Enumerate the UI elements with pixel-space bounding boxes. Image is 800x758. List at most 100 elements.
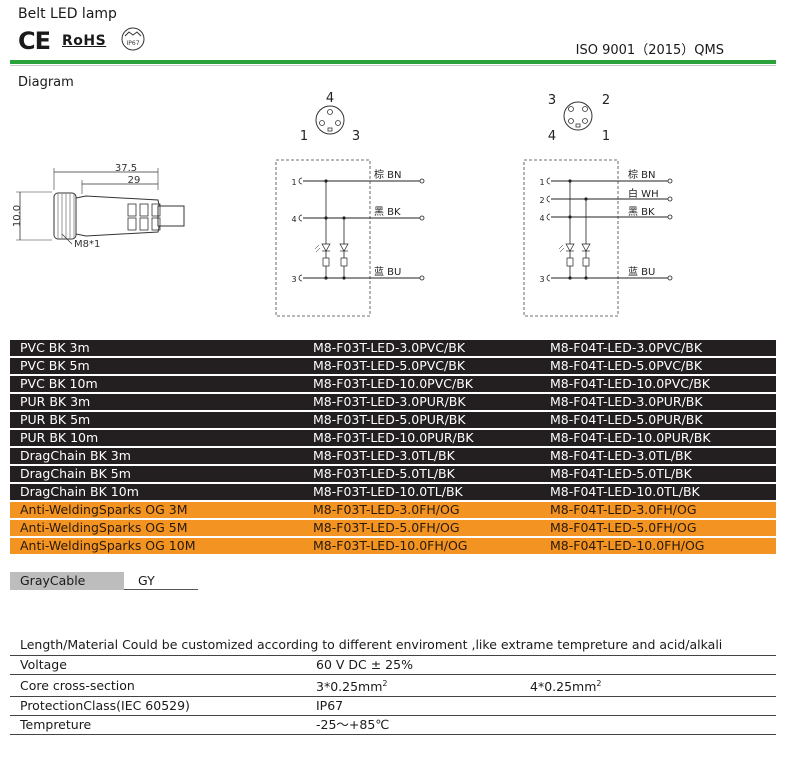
core-value-4pin: 4*0.25mm: [530, 679, 597, 694]
table-row: PVC BK 10m M8-F03T-LED-10.0PVC/BK M8-F04…: [10, 375, 776, 394]
wire-label: 蓝 BU: [374, 266, 401, 278]
header-divider-green: [10, 60, 776, 64]
diagram-label: Diagram: [18, 75, 74, 90]
code-4pin: M8-F04T-LED-5.0PVC/BK: [540, 357, 776, 376]
pin-label: 4: [548, 129, 556, 144]
table-row: DragChain BK 5m M8-F03T-LED-5.0TL/BK M8-…: [10, 465, 776, 484]
certification-logos: CE RoHS IP67: [18, 27, 148, 55]
wiring-diagram-4pin: 1 棕 BN 2 白 WH 4 黑 BK 3 蓝 BU: [523, 159, 673, 317]
code-4pin: M8-F04T-LED-10.0FH/OG: [540, 537, 776, 556]
cable-type: PVC BK 10m: [10, 375, 303, 394]
rohs-mark: RoHS: [62, 33, 107, 49]
table-row: PUR BK 5m M8-F03T-LED-5.0PUR/BK M8-F04T-…: [10, 411, 776, 430]
iso-certification: ISO 9001（2015）QMS: [575, 43, 724, 58]
code-3pin: M8-F03T-LED-10.0FH/OG: [303, 537, 540, 556]
wire-pin-number: 2: [539, 196, 544, 205]
spec-value: -25～+85℃: [316, 715, 530, 735]
core-exponent: 2: [596, 679, 602, 688]
cable-type: PUR BK 10m: [10, 429, 303, 448]
table-row: PUR BK 10m M8-F03T-LED-10.0PUR/BK M8-F04…: [10, 429, 776, 448]
ce-mark: CE: [18, 27, 51, 55]
pin-label: 2: [602, 93, 610, 108]
code-3pin: M8-F03T-LED-3.0PUR/BK: [303, 393, 540, 412]
table-row: Voltage 60 V DC ± 25%: [10, 655, 776, 675]
cable-type: DragChain BK 10m: [10, 483, 303, 502]
code-3pin: M8-F03T-LED-3.0FH/OG: [303, 501, 540, 520]
pin-label: 1: [602, 129, 610, 144]
ip-badge-text: IP67: [127, 40, 140, 47]
pin-label: 4: [326, 91, 334, 106]
code-3pin: M8-F03T-LED-3.0TL/BK: [303, 447, 540, 466]
wire-label: 蓝 BU: [628, 266, 655, 278]
customization-note: Length/Material Could be customized acco…: [20, 637, 723, 652]
code-4pin: M8-F04T-LED-3.0FH/OG: [540, 501, 776, 520]
cable-type: Anti-WeldingSparks OG 3M: [10, 501, 303, 520]
dim-body: 29: [128, 175, 141, 186]
wire-pin-number: 4: [539, 214, 544, 223]
wire-label: 黑 BK: [374, 206, 401, 218]
table-row: DragChain BK 3m M8-F03T-LED-3.0TL/BK M8-…: [10, 447, 776, 466]
table-row: PVC BK 3m M8-F03T-LED-3.0PVC/BK M8-F04T-…: [10, 340, 776, 358]
table-row: DragChain BK 10m M8-F03T-LED-10.0TL/BK M…: [10, 483, 776, 502]
thread-label: M8*1: [74, 239, 100, 250]
wire-label: 白 WH: [628, 187, 659, 200]
code-4pin: M8-F04T-LED-5.0PUR/BK: [540, 411, 776, 430]
wire-pin-number: 4: [291, 215, 296, 224]
order-code-table: PVC BK 3m M8-F03T-LED-3.0PVC/BK M8-F04T-…: [10, 340, 776, 556]
code-3pin: M8-F03T-LED-5.0FH/OG: [303, 519, 540, 538]
cable-type: DragChain BK 5m: [10, 465, 303, 484]
code-3pin: M8-F03T-LED-3.0PVC/BK: [303, 340, 540, 358]
spec-value: 60 V DC ± 25%: [316, 655, 530, 675]
spec-value: 3*0.25mm2: [316, 674, 530, 697]
wire-label: 棕 BN: [628, 168, 656, 181]
wiring-diagram-3pin: 1 棕 BN 4 黑 BK 3 蓝 BU: [275, 159, 425, 317]
code-3pin: M8-F03T-LED-5.0PUR/BK: [303, 411, 540, 430]
code-3pin: M8-F03T-LED-10.0PUR/BK: [303, 429, 540, 448]
spec-label: Tempreture: [10, 715, 316, 735]
core-exponent: 2: [382, 679, 388, 688]
code-4pin: M8-F04T-LED-5.0TL/BK: [540, 465, 776, 484]
page-title: Belt LED lamp: [18, 6, 117, 22]
code-4pin: M8-F04T-LED-5.0FH/OG: [540, 519, 776, 538]
pin-label: 3: [548, 93, 556, 108]
spec-label: Voltage: [10, 655, 316, 675]
gray-cable-label: GrayCable: [10, 572, 124, 590]
cable-type: Anti-WeldingSparks OG 10M: [10, 537, 303, 556]
cable-type: DragChain BK 3m: [10, 447, 303, 466]
cable-type: Anti-WeldingSparks OG 5M: [10, 519, 303, 538]
table-row: Anti-WeldingSparks OG 3M M8-F03T-LED-3.0…: [10, 501, 776, 520]
cable-type: PVC BK 5m: [10, 357, 303, 376]
table-row: Anti-WeldingSparks OG 10M M8-F03T-LED-10…: [10, 537, 776, 556]
gray-cable-code: GY: [124, 572, 198, 590]
table-row: Anti-WeldingSparks OG 5M M8-F03T-LED-5.0…: [10, 519, 776, 538]
table-row: PVC BK 5m M8-F03T-LED-5.0PVC/BK M8-F04T-…: [10, 357, 776, 376]
dim-height: 10.0: [12, 205, 23, 227]
code-3pin: M8-F03T-LED-5.0PVC/BK: [303, 357, 540, 376]
cable-type: PUR BK 3m: [10, 393, 303, 412]
core-value-3pin: 3*0.25mm: [316, 679, 383, 694]
spec-table: Voltage 60 V DC ± 25% Core cross-section…: [10, 655, 776, 735]
spec-value: IP67: [316, 696, 530, 716]
connector-dimension-drawing: 37.5 29 10.0 M8*1: [12, 163, 185, 250]
pinout-4pin-face: 3 2 4 1: [548, 93, 610, 144]
gray-cable-row: GrayCable GY: [10, 572, 198, 590]
code-4pin: M8-F04T-LED-10.0PUR/BK: [540, 429, 776, 448]
ip67-badge-icon: IP67: [118, 27, 148, 55]
table-row: Tempreture -25～+85℃: [10, 715, 776, 735]
code-4pin: M8-F04T-LED-10.0TL/BK: [540, 483, 776, 502]
code-4pin: M8-F04T-LED-3.0PUR/BK: [540, 393, 776, 412]
pin-label: 1: [300, 129, 308, 144]
wire-pin-number: 3: [539, 275, 544, 284]
cable-type: PVC BK 3m: [10, 340, 303, 358]
wire-pin-number: 1: [291, 178, 296, 187]
spec-label: Core cross-section: [10, 674, 316, 697]
code-3pin: M8-F03T-LED-10.0TL/BK: [303, 483, 540, 502]
wire-label: 黑 BK: [628, 206, 655, 218]
wire-label: 棕 BN: [374, 168, 402, 181]
table-row: Core cross-section 3*0.25mm2 4*0.25mm2: [10, 674, 776, 697]
code-3pin: M8-F03T-LED-5.0TL/BK: [303, 465, 540, 484]
code-4pin: M8-F04T-LED-10.0PVC/BK: [540, 375, 776, 394]
pinout-3pin-face: 4 1 3: [300, 91, 360, 144]
cable-type: PUR BK 5m: [10, 411, 303, 430]
code-3pin: M8-F03T-LED-10.0PVC/BK: [303, 375, 540, 394]
